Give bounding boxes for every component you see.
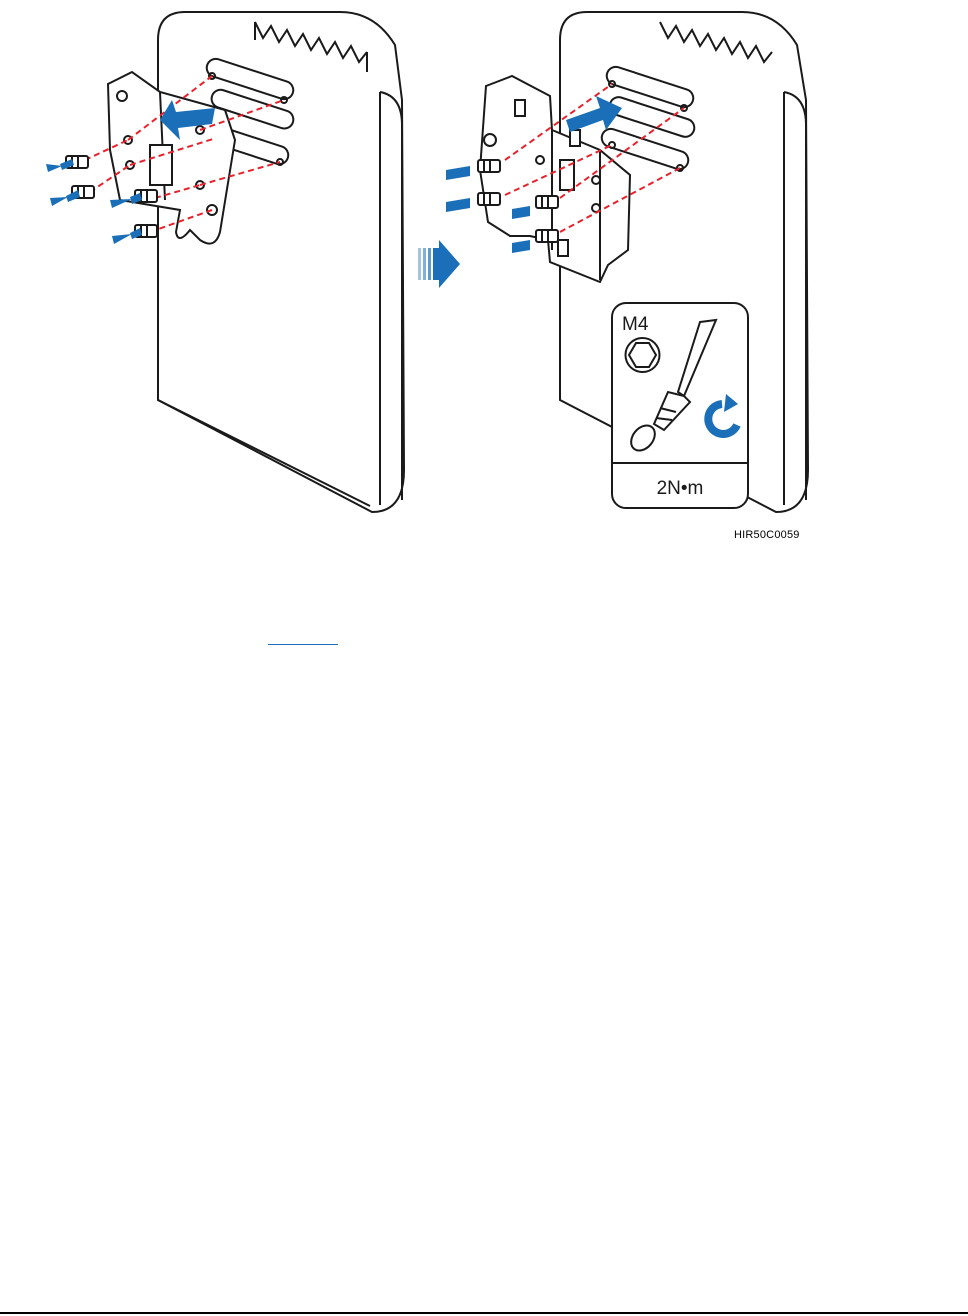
installation-diagram: M4 2N•m <box>0 0 968 660</box>
torque-label: 2N•m <box>657 478 704 499</box>
hex-socket-icon <box>629 343 656 367</box>
screw <box>478 160 500 172</box>
screw <box>536 196 558 208</box>
figure-id-label: HIR50C0059 <box>734 529 800 541</box>
step-1-remove-bracket <box>46 12 404 512</box>
screw <box>478 193 500 205</box>
tool-panel: M4 2N•m <box>612 303 748 508</box>
screw-size-label: M4 <box>622 314 649 335</box>
step-2-install-bracket: M4 2N•m <box>446 12 808 512</box>
screw <box>536 230 558 242</box>
step-right-arrow-icon <box>418 240 460 288</box>
device-body-left <box>158 12 404 512</box>
footer-divider <box>0 1312 968 1314</box>
reference-link[interactable] <box>268 632 338 645</box>
